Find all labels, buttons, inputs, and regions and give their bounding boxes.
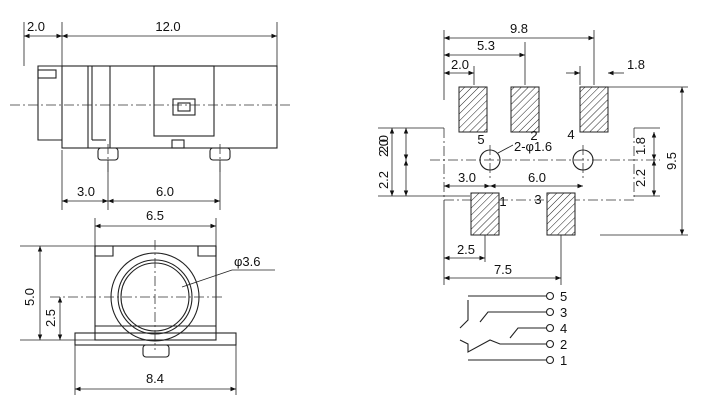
front-dim-height: 5.0	[22, 288, 37, 306]
hole-leader	[181, 269, 233, 288]
fp-dim-left-1: 2.0	[376, 139, 391, 157]
fp-dim-pad-a: 2.0	[451, 57, 469, 72]
fp-dim-holes: 2-φ1.6	[514, 139, 552, 154]
schematic-pin-label: 5	[560, 289, 567, 304]
fp-dim-pad-w: 1.8	[627, 57, 645, 72]
front-dim-hole: φ3.6	[234, 254, 261, 269]
footprint-view: 9.8 5.3 2.0 1.8 5 2 4 1 3 2-φ1.6	[376, 21, 688, 285]
jack-nose-tab	[37, 69, 57, 79]
side-dim-pin-b: 6.0	[156, 184, 174, 199]
contact-window	[153, 65, 215, 137]
fp-dim-total: 9.8	[510, 21, 528, 36]
schematic-pin-label: 4	[560, 321, 567, 336]
contact-spring	[172, 98, 196, 116]
pad-4	[579, 86, 609, 133]
fp-pin-label: 5	[477, 132, 484, 147]
side-dim-pin-a: 3.0	[77, 184, 95, 199]
side-view: 2.0 12.0 3.0 6.0	[10, 19, 290, 210]
fp-dim-hole-a: 3.0	[458, 170, 476, 185]
pad-1	[470, 192, 500, 236]
pin-schematic: 5 3 4 2 1	[459, 289, 567, 368]
schematic-pin-label: 2	[560, 337, 567, 352]
fp-dim-left-2: 2.0	[376, 135, 391, 153]
fp-pin-label: 2	[530, 128, 537, 143]
fp-dim-pitch: 5.3	[477, 38, 495, 53]
base-flange	[74, 332, 237, 346]
fp-pin-label: 3	[534, 192, 541, 207]
front-view: 6.5 φ3.6 5.0 2.5 8.4	[20, 208, 275, 395]
fp-dim-hole-b: 6.0	[528, 170, 546, 185]
schematic-pin-label: 1	[560, 353, 567, 368]
front-dim-width: 6.5	[146, 208, 164, 223]
fp-dim-right-total: 9.5	[664, 152, 679, 170]
front-dim-center: 2.5	[43, 309, 58, 327]
front-dim-base: 8.4	[146, 371, 164, 386]
side-dim-length: 12.0	[155, 19, 180, 34]
fp-dim-left-3: 2.2	[376, 171, 391, 189]
fp-pin-label: 1	[499, 194, 506, 209]
fp-pin-label: 4	[567, 127, 574, 142]
jack-body-front	[94, 245, 217, 341]
fp-dim-bottom-a: 2.5	[457, 242, 475, 257]
fp-dim-right-2: 2.2	[633, 169, 648, 187]
pad-3	[546, 192, 576, 236]
pad-5	[458, 86, 488, 133]
schematic-pin-label: 3	[560, 305, 567, 320]
holes-leader	[497, 144, 514, 154]
pad-2	[510, 86, 540, 133]
fp-dim-right-1: 1.8	[633, 137, 648, 155]
fp-dim-bottom-b: 7.5	[494, 262, 512, 277]
side-dim-front: 2.0	[27, 19, 45, 34]
jack-nose	[37, 65, 62, 141]
front-pin	[142, 344, 170, 358]
